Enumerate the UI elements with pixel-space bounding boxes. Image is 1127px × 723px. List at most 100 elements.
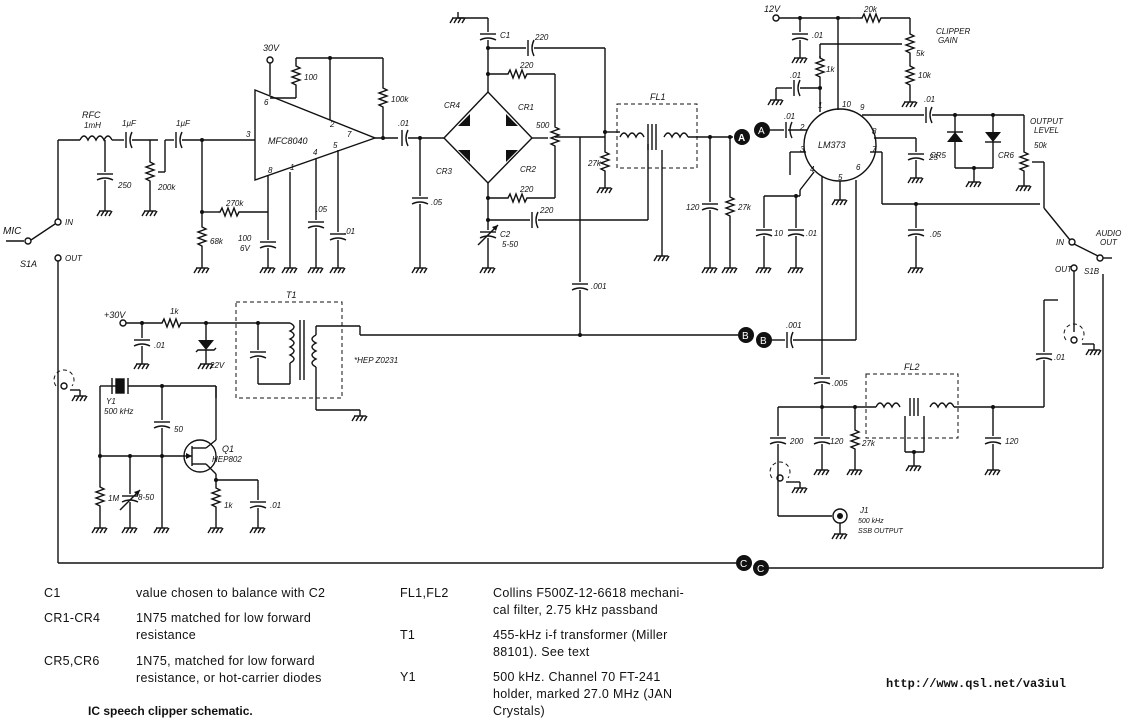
legend-ref: CR1-CR4 <box>44 611 101 625</box>
lm373-label: LM373 <box>818 140 846 150</box>
svg-text:CLIPPER: CLIPPER <box>936 27 970 36</box>
svg-text:.01: .01 <box>270 501 281 510</box>
svg-text:4: 4 <box>810 165 815 174</box>
svg-text:CR1: CR1 <box>518 103 534 112</box>
svg-text:3: 3 <box>800 145 805 154</box>
svg-text:6: 6 <box>264 98 269 107</box>
svg-text:250: 250 <box>117 181 132 190</box>
svg-text:.01: .01 <box>784 112 795 121</box>
svg-text:.01: .01 <box>344 227 355 236</box>
svg-text:A: A <box>738 133 745 144</box>
svg-text:OUTPUT: OUTPUT <box>1030 117 1064 126</box>
connector-a: A A <box>734 122 784 145</box>
svg-text:.01: .01 <box>790 71 801 80</box>
balanced-modulator: .01 .05 CR4 CR1 CR3 CR2 C1 220 220 <box>398 11 649 337</box>
legend-desc: 1N75 matched for low forward <box>136 611 312 625</box>
svg-text:FL1: FL1 <box>650 92 666 102</box>
svg-text:CR2: CR2 <box>520 165 537 174</box>
svg-text:100: 100 <box>238 234 252 243</box>
connector-c: C C <box>57 261 1104 576</box>
svg-text:2: 2 <box>799 123 805 132</box>
figure-caption: IC speech clipper schematic. <box>88 704 253 718</box>
svg-text:AUDIO: AUDIO <box>1095 229 1121 238</box>
svg-text:1µF: 1µF <box>122 119 137 128</box>
svg-text:7: 7 <box>347 130 352 139</box>
svg-text:4: 4 <box>313 148 318 157</box>
svg-text:*HEP Z0231: *HEP Z0231 <box>354 356 398 365</box>
filter-fl1: FL1 120 27k <box>616 92 752 274</box>
svg-text:27k: 27k <box>587 159 602 168</box>
svg-text:CR6: CR6 <box>998 151 1015 160</box>
svg-text:25: 25 <box>928 153 938 162</box>
mic-label: MIC <box>3 226 22 237</box>
svg-text:220: 220 <box>519 185 534 194</box>
svg-text:8: 8 <box>268 166 273 175</box>
svg-text:.001: .001 <box>786 321 802 330</box>
legend-desc: resistance, or hot-carrier diodes <box>136 671 322 685</box>
svg-text:68k: 68k <box>210 237 224 246</box>
svg-text:1k: 1k <box>170 307 179 316</box>
svg-text:8-50: 8-50 <box>138 493 155 502</box>
svg-text:1mH: 1mH <box>84 121 101 130</box>
svg-text:30V: 30V <box>263 43 280 53</box>
svg-text:C2: C2 <box>500 230 511 239</box>
svg-text:.01: .01 <box>924 95 935 104</box>
svg-text:10: 10 <box>842 100 851 109</box>
svg-text:5-50: 5-50 <box>502 240 519 249</box>
svg-text:IN: IN <box>65 218 73 227</box>
svg-text:50k: 50k <box>1034 141 1048 150</box>
svg-text:6: 6 <box>856 163 861 172</box>
svg-text:.01: .01 <box>806 229 817 238</box>
connector-b: B B .001 <box>360 180 857 349</box>
svg-text:22V: 22V <box>209 361 225 370</box>
svg-text:S1B: S1B <box>1084 267 1100 276</box>
legend-desc: 455-kHz i-f transformer (Miller <box>493 628 668 642</box>
svg-text:OUT: OUT <box>1100 238 1118 247</box>
svg-text:FL2: FL2 <box>904 362 920 372</box>
legend-desc: 88101). See text <box>493 645 590 659</box>
svg-text:5: 5 <box>838 173 843 182</box>
svg-text:T1: T1 <box>286 290 297 300</box>
legend-fl1-fl2: FL1,FL2 Collins F500Z-12-6618 mechani- c… <box>400 585 780 621</box>
svg-text:9: 9 <box>860 103 865 112</box>
svg-text:27k: 27k <box>737 203 752 212</box>
legend-desc: Collins F500Z-12-6618 mechani- <box>493 586 685 600</box>
svg-text:.01: .01 <box>812 31 823 40</box>
svg-text:2: 2 <box>329 120 335 129</box>
legend-desc: 500 kHz. Channel 70 FT-241 <box>493 670 661 684</box>
legend-desc: value chosen to balance with C2 <box>136 586 326 600</box>
svg-text:CR4: CR4 <box>444 101 461 110</box>
legend-ref: C1 <box>44 586 61 600</box>
svg-text:220: 220 <box>519 61 534 70</box>
svg-text:.01: .01 <box>154 341 165 350</box>
svg-text:500 kHz: 500 kHz <box>104 407 133 416</box>
svg-text:27k: 27k <box>861 439 876 448</box>
svg-text:.01: .01 <box>1054 353 1065 362</box>
ic-mfc8040: MFC8040 6 3 8 2 7 5 4 1 30V 100 100k 100… <box>238 43 409 274</box>
svg-text:12V: 12V <box>764 4 781 14</box>
legend-desc: holder, marked 27.0 MHz (JAN <box>493 687 673 701</box>
svg-text:A: A <box>758 126 765 137</box>
svg-text:100: 100 <box>304 73 318 82</box>
svg-text:Q1: Q1 <box>222 444 234 454</box>
ic-lm373: LM373 10 9 1 2 8 3 7 4 6 5 .01 12V .01 2… <box>755 4 1064 407</box>
svg-text:.01: .01 <box>398 119 409 128</box>
svg-text:1k: 1k <box>224 501 233 510</box>
svg-text:OUT: OUT <box>1055 265 1073 274</box>
legend-ref: T1 <box>400 628 416 642</box>
svg-text:SSB OUTPUT: SSB OUTPUT <box>858 528 903 535</box>
svg-text:500: 500 <box>536 121 550 130</box>
svg-text:120: 120 <box>830 437 844 446</box>
svg-text:5: 5 <box>333 141 338 150</box>
svg-text:100k: 100k <box>391 95 409 104</box>
ic1-label: MFC8040 <box>268 136 308 146</box>
svg-text:.05: .05 <box>316 205 328 214</box>
svg-text:7: 7 <box>872 145 877 154</box>
svg-text:CR5: CR5 <box>930 151 947 160</box>
legend-c1: C1 value chosen to balance with C2 <box>44 585 404 605</box>
source-url[interactable]: http://www.qsl.net/va3iul <box>886 677 1067 691</box>
svg-text:10: 10 <box>774 229 783 238</box>
svg-text:5k: 5k <box>916 49 925 58</box>
svg-text:B: B <box>760 336 767 347</box>
